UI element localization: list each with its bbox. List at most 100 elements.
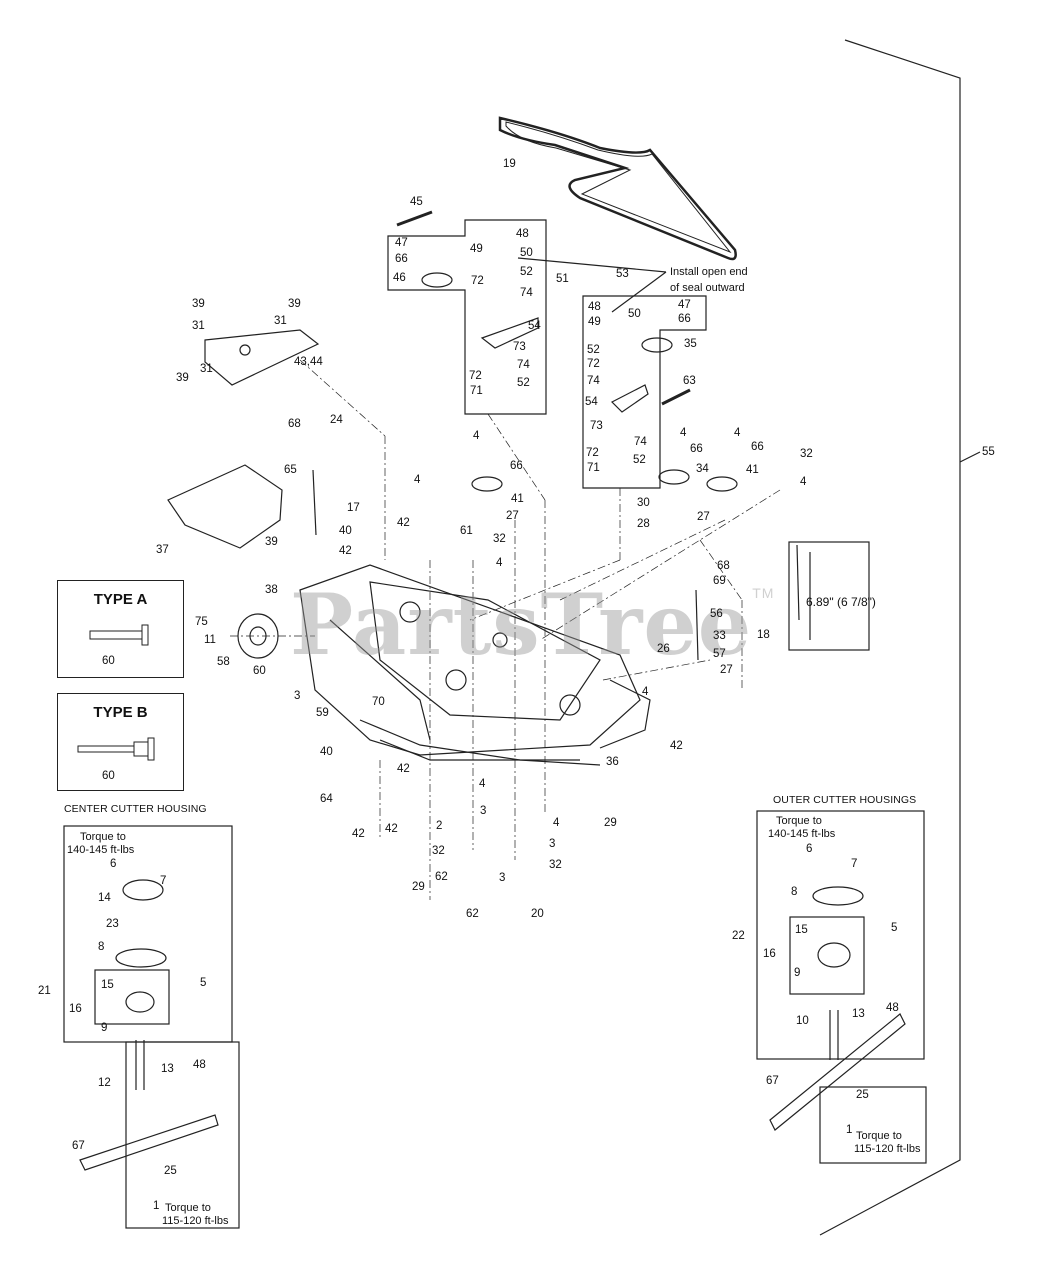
callout: 3: [549, 838, 556, 850]
callout: 34: [696, 463, 709, 475]
callout: 4: [734, 427, 741, 439]
type-a-pin-shape: [89, 624, 149, 646]
callout: 19: [503, 158, 516, 170]
callout: 48: [588, 301, 601, 313]
callout: 57: [713, 648, 726, 660]
callout: 8: [791, 886, 798, 898]
callout: 7: [160, 875, 167, 887]
callout: 48: [886, 1002, 899, 1014]
callout: 35: [684, 338, 697, 350]
watermark: PartsTreeTM: [290, 575, 774, 674]
callout: 59: [316, 707, 329, 719]
callout: 73: [590, 420, 603, 432]
callout: 33: [713, 630, 726, 642]
callout: 41: [746, 464, 759, 476]
outer-torque-top-2: 140-145 ft-lbs: [768, 828, 836, 840]
callout: 62: [435, 871, 448, 883]
callout: 9: [794, 967, 801, 979]
callout: 52: [587, 344, 600, 356]
callout: 31: [274, 315, 287, 327]
callout: 6: [110, 858, 117, 870]
callout: 52: [633, 454, 646, 466]
callout: 30: [637, 497, 650, 509]
callout: 5: [891, 922, 898, 934]
callout: 24: [330, 414, 343, 426]
callout: 65: [284, 464, 297, 476]
callout: 60: [253, 665, 266, 677]
callout: 36: [606, 756, 619, 768]
callout: 54: [585, 396, 598, 408]
callout: 48: [193, 1059, 206, 1071]
callout: 39: [265, 536, 278, 548]
callout: 49: [470, 243, 483, 255]
callout: 29: [604, 817, 617, 829]
callout: 25: [164, 1165, 177, 1177]
callout: 32: [432, 845, 445, 857]
callout: 42: [385, 823, 398, 835]
callout: 16: [763, 948, 776, 960]
callout: 47: [678, 299, 691, 311]
callout: 5: [200, 977, 207, 989]
callout: 68: [717, 560, 730, 572]
outer-torque-top-1: Torque to: [776, 815, 822, 827]
callout: 72: [471, 275, 484, 287]
callout: 4: [680, 427, 687, 439]
center-torque-bottom-1: Torque to: [165, 1202, 211, 1214]
callout: 66: [751, 441, 764, 453]
callout: 51: [556, 273, 569, 285]
callout: 15: [795, 924, 808, 936]
callout: 49: [588, 316, 601, 328]
callout: 31: [192, 320, 205, 332]
outer-torque-bottom-1: Torque to: [856, 1130, 902, 1142]
callout: 42: [352, 828, 365, 840]
callout: 63: [683, 375, 696, 387]
center-torque-top-1: Torque to: [80, 831, 126, 843]
callout: 42: [670, 740, 683, 752]
callout: 38: [265, 584, 278, 596]
callout: 69: [713, 575, 726, 587]
callout: 22: [732, 930, 745, 942]
callout: 32: [493, 533, 506, 545]
callout: 42: [339, 545, 352, 557]
callout: 47: [395, 237, 408, 249]
callout: 46: [393, 272, 406, 284]
callout: 10: [796, 1015, 809, 1027]
callout: 39: [288, 298, 301, 310]
outer-torque-bottom-2: 115-120 ft-lbs: [854, 1143, 921, 1155]
callout: 52: [517, 377, 530, 389]
callout: 75: [195, 616, 208, 628]
callout: 1: [846, 1124, 853, 1136]
callout: 29: [412, 881, 425, 893]
callout: 68: [288, 418, 301, 430]
callout: 74: [517, 359, 530, 371]
callout: 32: [800, 448, 813, 460]
callout: 4: [800, 476, 807, 488]
callout: 4: [473, 430, 480, 442]
callout: 72: [587, 358, 600, 370]
callout: 67: [72, 1140, 85, 1152]
callout: 62: [466, 908, 479, 920]
center-housing-heading: CENTER CUTTER HOUSING: [64, 803, 207, 815]
callout: 7: [851, 858, 858, 870]
watermark-tm: TM: [752, 585, 775, 601]
callout: 3: [294, 690, 301, 702]
callout: 53: [616, 268, 629, 280]
callout: 27: [697, 511, 710, 523]
callout: 70: [372, 696, 385, 708]
seal-note-line2: of seal outward: [670, 282, 745, 294]
callout: 4: [553, 817, 560, 829]
callout: 66: [678, 313, 691, 325]
callout: 41: [511, 493, 524, 505]
type-b-box: TYPE B 60: [57, 693, 184, 791]
callout: 8: [98, 941, 105, 953]
callout: 66: [395, 253, 408, 265]
callout: 71: [470, 385, 483, 397]
callout: 28: [637, 518, 650, 530]
callout: 50: [520, 247, 533, 259]
callout: 12: [98, 1077, 111, 1089]
callout: 66: [510, 460, 523, 472]
watermark-text: PartsTree: [290, 575, 753, 674]
callout: 42: [397, 517, 410, 529]
